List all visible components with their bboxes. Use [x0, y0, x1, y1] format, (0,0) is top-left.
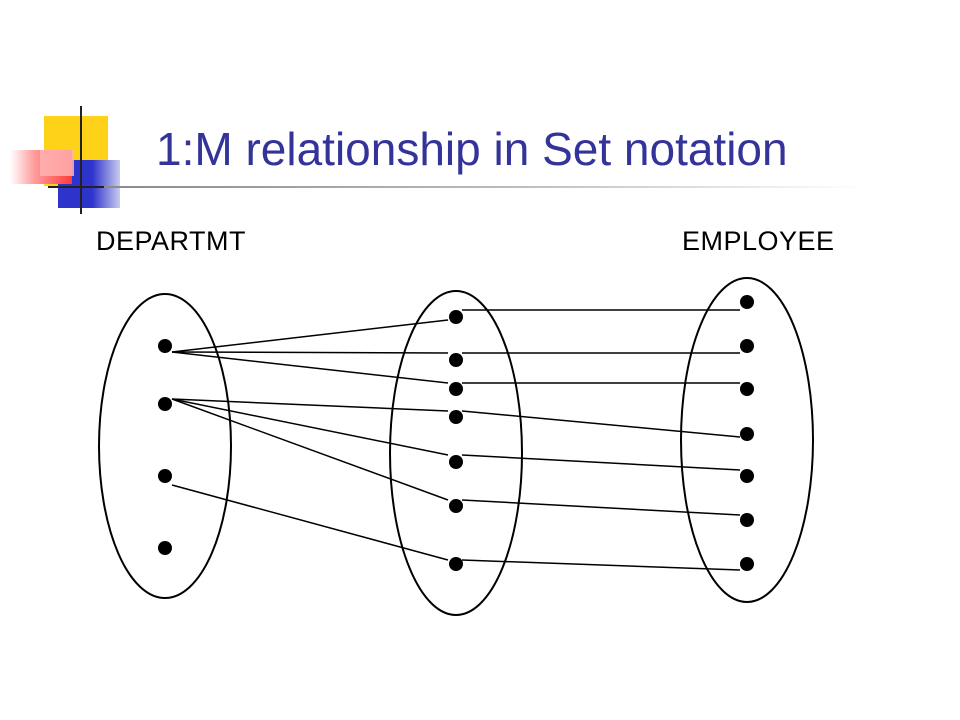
department-links: [171, 319, 449, 561]
link-line: [171, 484, 449, 561]
link-line: [461, 559, 741, 571]
link-line: [171, 398, 449, 412]
link-line: [171, 398, 449, 501]
relationship-set-ellipse: [389, 290, 523, 616]
set-element-dot: [740, 469, 754, 483]
title-underline: [104, 186, 864, 188]
set-element-dot: [740, 295, 754, 309]
set-element-dot: [449, 499, 463, 513]
set-element-dot: [158, 469, 172, 483]
set-element-dot: [740, 427, 754, 441]
logo-horizontal-line: [48, 186, 132, 188]
employee-set-label: EMPLOYEE: [682, 226, 835, 256]
set-element-dot: [740, 557, 754, 571]
employee-elements: [740, 295, 754, 571]
set-element-dot: [449, 410, 463, 424]
relationship-elements: [449, 310, 463, 571]
set-element-dot: [740, 513, 754, 527]
set-element-dot: [158, 397, 172, 411]
set-element-dot: [158, 541, 172, 555]
decorative-logo: [0, 0, 150, 230]
set-element-dot: [449, 382, 463, 396]
set-element-dot: [740, 382, 754, 396]
link-line: [171, 398, 449, 456]
set-element-dot: [449, 310, 463, 324]
departmt-set-ellipse: [98, 293, 232, 599]
departmt-set-label: DEPARTMT: [96, 226, 247, 256]
set-element-dot: [449, 353, 463, 367]
set-element-dot: [158, 339, 172, 353]
link-line: [461, 499, 741, 516]
set-element-dot: [449, 455, 463, 469]
slide-title: 1:M relationship in Set notation: [156, 123, 788, 175]
pink-overlap: [40, 150, 74, 176]
link-line: [461, 410, 741, 438]
employee-set-ellipse: [680, 277, 814, 603]
logo-vertical-line: [80, 106, 82, 214]
employee-links: [461, 309, 741, 571]
departmt-elements: [158, 339, 172, 555]
set-element-dot: [449, 557, 463, 571]
link-line: [171, 319, 449, 353]
link-line: [171, 351, 449, 384]
link-line: [461, 454, 741, 471]
link-line: [171, 351, 449, 354]
set-element-dot: [740, 339, 754, 353]
